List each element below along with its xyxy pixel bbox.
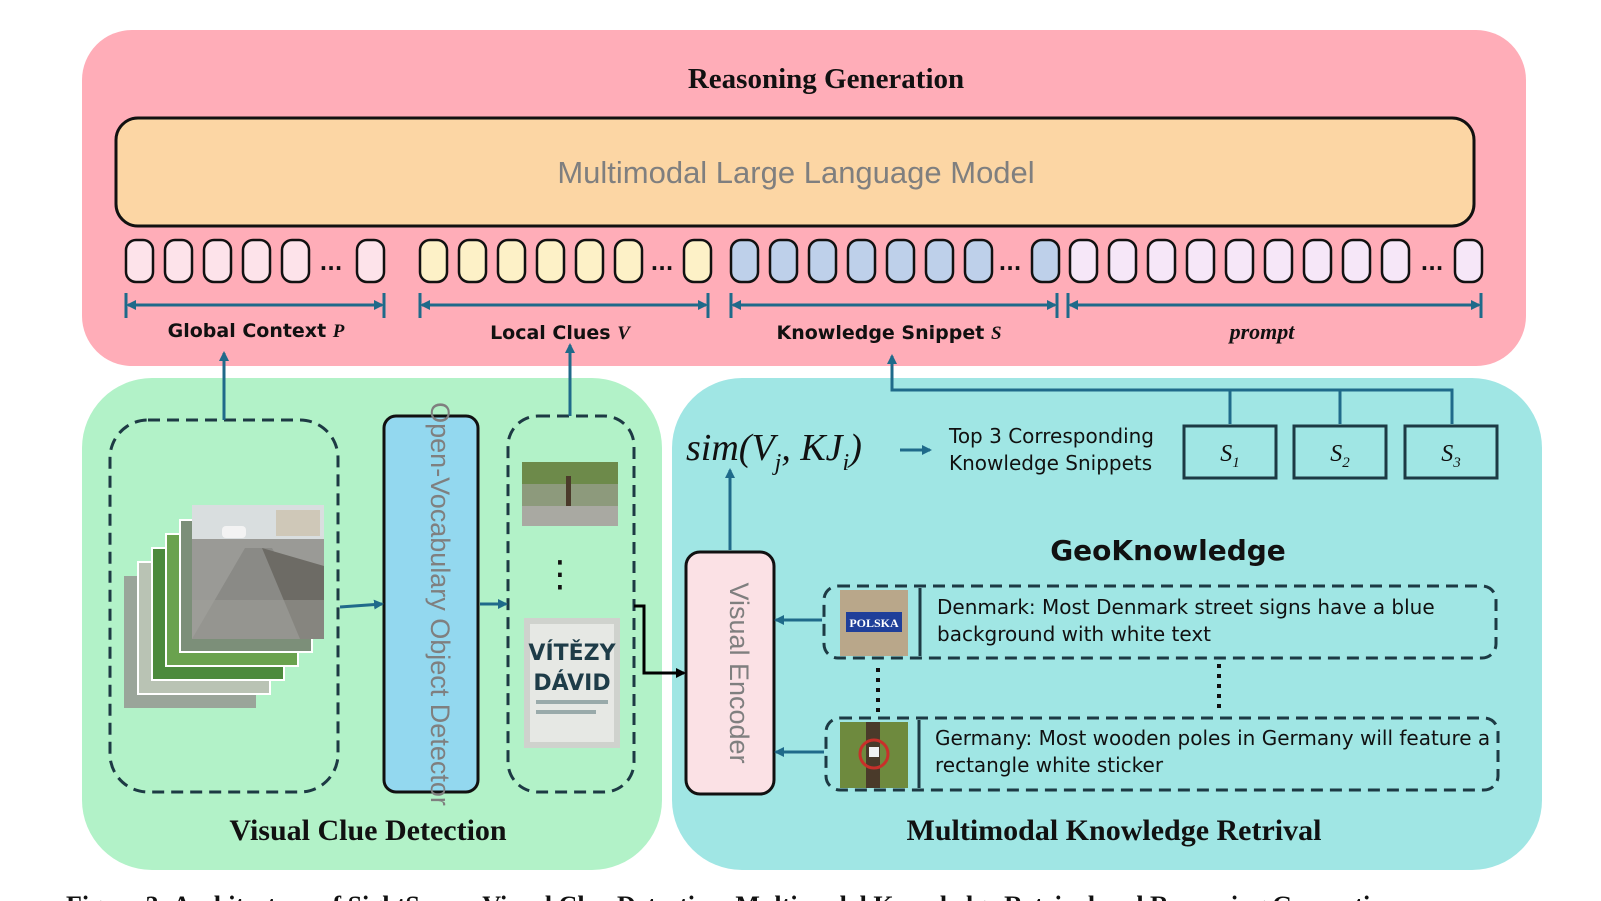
wooden-pole-thumbnail xyxy=(840,722,908,788)
bracket-knowledge xyxy=(729,293,1059,318)
tokens-prompt: ... xyxy=(1068,238,1484,284)
segment-label-global-context: Global Context P xyxy=(168,320,345,342)
bracket-global-context xyxy=(124,293,386,318)
bracket-local-clues xyxy=(418,293,710,318)
token xyxy=(241,238,272,284)
token xyxy=(355,238,386,284)
visual-clue-detection-panel: Visual Clue Detection Open-Vocabulary Ob… xyxy=(82,378,662,870)
reasoning-generation-panel: Reasoning Generation Multimodal Large La… xyxy=(82,30,1526,366)
token-ellipsis: ... xyxy=(999,251,1022,275)
object-detector-box: Open-Vocabulary Object Detector xyxy=(382,402,480,806)
clue-crop-poster: VÍTĚZY DÁVID xyxy=(524,618,620,748)
tokens-knowledge: ... xyxy=(729,238,1061,284)
figure-caption: Figure 3: Architecture of SightSense: Vi… xyxy=(66,891,1398,901)
visual-encoder-box: Visual Encoder xyxy=(684,550,776,796)
visual-clue-title: Visual Clue Detection xyxy=(229,814,507,847)
token xyxy=(163,238,194,284)
segment-label-prompt: prompt xyxy=(1228,319,1296,344)
detector-label: Open-Vocabulary Object Detector xyxy=(425,402,455,806)
clue-crop-tree xyxy=(522,462,618,526)
geoknowledge-entry-germany: Germany: Most wooden poles in Germany wi… xyxy=(824,716,1500,792)
tokens-global-context: ... xyxy=(124,238,386,284)
token xyxy=(574,238,605,284)
token-ellipsis: ... xyxy=(320,251,343,275)
mllm-label: Multimodal Large Language Model xyxy=(557,155,1034,190)
poster-text-2: DÁVID xyxy=(533,670,610,696)
entry-denmark-line2: background with white text xyxy=(937,622,1211,646)
token xyxy=(280,238,311,284)
arrow-clues-to-encoder xyxy=(634,604,686,678)
token xyxy=(768,238,799,284)
token xyxy=(924,238,955,284)
entry-denmark-line1: Denmark: Most Denmark street signs have … xyxy=(937,595,1435,619)
token xyxy=(496,238,527,284)
segment-label-knowledge-snippet: Knowledge Snippet S xyxy=(776,322,1001,344)
token xyxy=(1453,238,1484,284)
token xyxy=(1107,238,1138,284)
tokens-local-clues: ... xyxy=(418,238,713,284)
token xyxy=(1068,238,1099,284)
token xyxy=(1341,238,1372,284)
top3-line1: Top 3 Corresponding xyxy=(948,424,1154,448)
svg-text:POLSKA: POLSKA xyxy=(849,616,899,630)
street-view-image xyxy=(192,505,324,639)
token xyxy=(846,238,877,284)
retrieval-title: Multimodal Knowledge Retrival xyxy=(907,814,1322,847)
entry-germany-line2: rectangle white sticker xyxy=(935,753,1164,777)
encoder-label: Visual Encoder xyxy=(724,582,754,763)
snippet-box-s1: S1 xyxy=(1182,424,1278,480)
knowledge-retrieval-panel: Multimodal Knowledge Retrival sim(Vj, KJ… xyxy=(672,378,1542,870)
clue-vertical-ellipsis: ⋮ xyxy=(542,554,578,595)
token xyxy=(1030,238,1061,284)
token xyxy=(1185,238,1216,284)
street-view-image-stack xyxy=(124,505,324,708)
geoknowledge-title: GeoKnowledge xyxy=(1050,534,1286,567)
segment-label-local-clues: Local Clues V xyxy=(490,322,631,344)
token xyxy=(1263,238,1294,284)
svg-text:S1: S1 xyxy=(1220,441,1240,471)
token xyxy=(963,238,994,284)
entry-germany-line1: Germany: Most wooden poles in Germany wi… xyxy=(935,726,1490,750)
mllm-box: Multimodal Large Language Model xyxy=(114,116,1476,228)
token xyxy=(1224,238,1255,284)
segment-brackets xyxy=(124,293,1483,318)
snippets-to-knowledge-connector xyxy=(887,354,1454,424)
token-ellipsis: ... xyxy=(651,251,674,275)
token xyxy=(885,238,916,284)
top3-line2: Knowledge Snippets xyxy=(949,451,1152,475)
token xyxy=(124,238,155,284)
token xyxy=(807,238,838,284)
token xyxy=(682,238,713,284)
token xyxy=(202,238,233,284)
street-sign-thumbnail: POLSKA xyxy=(840,590,908,656)
similarity-formula: sim(Vj, KJi) xyxy=(686,427,862,476)
arrow-images-to-detector xyxy=(339,599,384,610)
token xyxy=(1146,238,1177,284)
svg-text:S3: S3 xyxy=(1441,441,1461,471)
poster-text-1: VÍTĚZY xyxy=(528,640,616,666)
token xyxy=(1302,238,1333,284)
token xyxy=(535,238,566,284)
token-row: ............ xyxy=(124,238,1484,284)
snippet-box-s3: S3 xyxy=(1403,424,1499,480)
local-clues-region xyxy=(506,414,636,794)
snippet-box-s2: S2 xyxy=(1292,424,1388,480)
token xyxy=(418,238,449,284)
reasoning-title: Reasoning Generation xyxy=(688,63,964,95)
bracket-prompt xyxy=(1066,293,1483,318)
svg-text:S2: S2 xyxy=(1330,441,1350,471)
token xyxy=(1380,238,1411,284)
geoknowledge-entry-denmark: POLSKA Denmark: Most Denmark street sign… xyxy=(822,584,1498,660)
token xyxy=(457,238,488,284)
token xyxy=(613,238,644,284)
token-ellipsis: ... xyxy=(1421,251,1444,275)
token xyxy=(729,238,760,284)
